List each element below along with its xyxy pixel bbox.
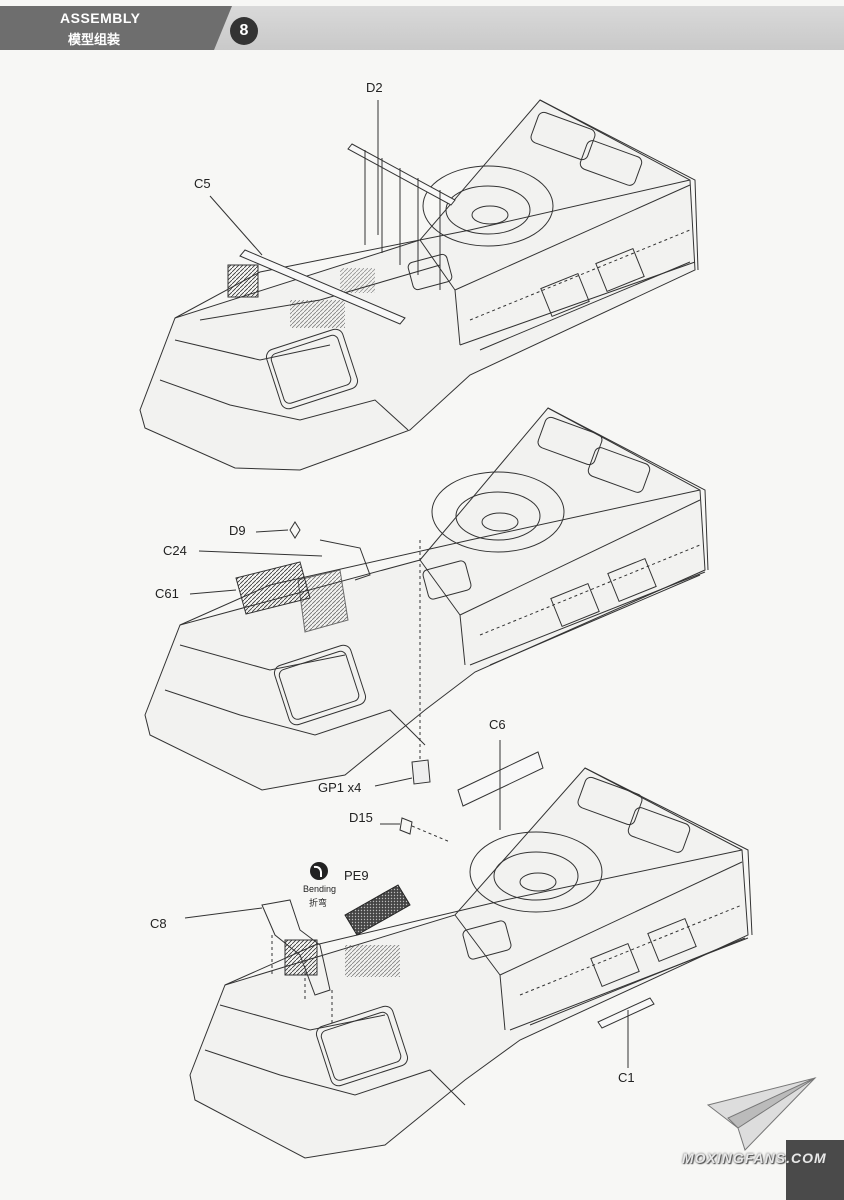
step-header: ASSEMBLY 模型组装 8 [0, 0, 844, 58]
part-label-pe9: PE9 [344, 868, 369, 883]
header-tab [0, 6, 214, 50]
part-label-c5: C5 [194, 176, 211, 191]
step-number-badge: 8 [230, 17, 258, 45]
part-label-c24: C24 [163, 543, 187, 558]
hull-view-1 [139, 99, 699, 471]
part-label-d2: D2 [366, 80, 383, 95]
hull-view-3 [184, 740, 753, 1159]
part-label-c8: C8 [150, 916, 167, 931]
bending-label-zh: 折弯 [309, 899, 328, 909]
bending-icon [310, 862, 328, 880]
assembly-title-zh: 模型组装 [68, 33, 121, 48]
page-corner-tab [786, 1140, 844, 1200]
part-label-gp1: GP1 x4 [318, 780, 362, 795]
part-label-c6: C6 [489, 717, 506, 732]
part-label-d15: D15 [349, 810, 373, 825]
bending-label: Bending [303, 884, 337, 894]
part-label-c1: C1 [618, 1070, 635, 1085]
site-watermark: MOXINGFANS.COM [682, 1150, 827, 1166]
part-label-c61: C61 [155, 586, 179, 601]
hull-view-2 [144, 407, 709, 791]
part-label-d9: D9 [229, 523, 246, 538]
paper-plane-icon [706, 1077, 817, 1151]
assembly-title: ASSEMBLY [60, 10, 141, 26]
header-tab-slant [214, 6, 232, 50]
